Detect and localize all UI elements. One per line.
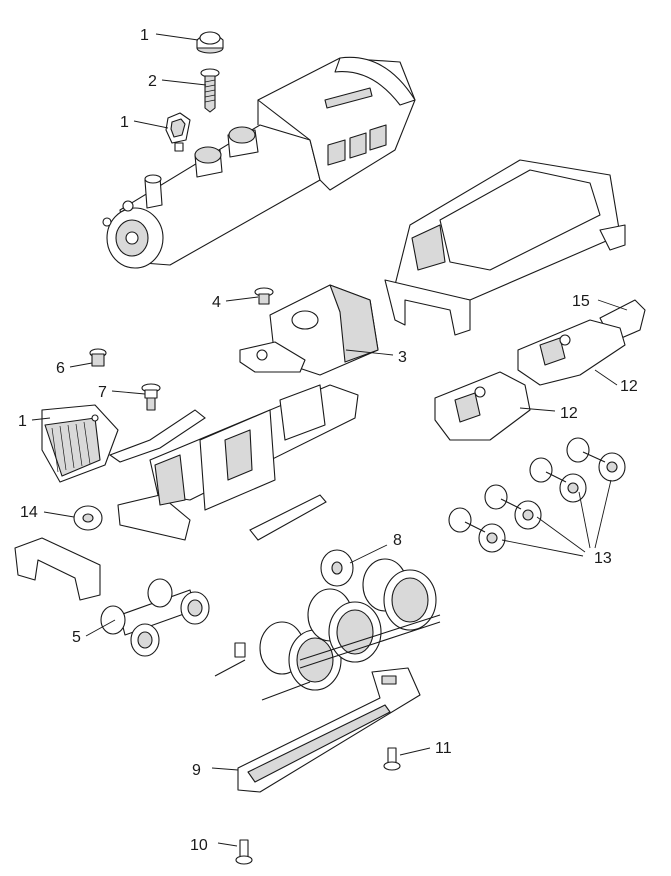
callout-12-truck-lower: 12 <box>560 405 578 422</box>
part-tender-truck-lower <box>434 371 531 441</box>
callout-9-plate: 9 <box>192 762 201 779</box>
part-pin-11 <box>383 747 401 771</box>
callout-11-pin: 11 <box>435 740 452 757</box>
callout-5-truck: 5 <box>72 629 81 646</box>
callout-6-screw: 6 <box>56 360 65 377</box>
part-smokebox-front <box>41 404 119 483</box>
part-screw-6 <box>89 348 107 367</box>
part-motor <box>239 284 379 376</box>
callout-4-screw: 4 <box>212 294 221 311</box>
callout-3-motor: 3 <box>398 349 407 366</box>
callout-7-screw: 7 <box>98 384 107 401</box>
callout-12-truck-upper: 12 <box>620 378 638 395</box>
part-tender-body <box>384 159 626 336</box>
callout-numbers: 1 2 1 4 3 6 7 1 14 5 8 15 12 12 13 11 9 … <box>18 27 638 854</box>
part-washer <box>73 505 103 531</box>
callout-1-smokebox: 1 <box>18 413 27 430</box>
callout-8-wheel: 8 <box>393 532 402 549</box>
part-screw-top <box>200 68 220 113</box>
part-screw-7 <box>141 383 161 411</box>
part-drive-wheels <box>214 494 441 701</box>
callout-1-headlight: 1 <box>120 114 129 131</box>
part-pin-10 <box>235 839 253 865</box>
part-bottom-plate <box>237 667 421 793</box>
part-locomotive-body <box>102 56 416 269</box>
callout-1-cap: 1 <box>140 27 149 44</box>
callout-10-pin: 10 <box>190 837 208 854</box>
callout-15-coupler: 15 <box>572 293 590 310</box>
part-wheelsets <box>448 437 626 553</box>
part-pony-truck <box>100 578 210 657</box>
callout-14-washer: 14 <box>20 504 38 521</box>
part-bracket <box>14 537 101 601</box>
part-headlight <box>165 112 191 152</box>
callout-13-wheelsets: 13 <box>594 550 612 567</box>
part-chassis-frame <box>108 384 359 541</box>
part-cap-top <box>196 31 224 54</box>
leader-lines <box>31 33 628 847</box>
part-small-screw <box>254 287 274 305</box>
part-tender-truck-upper <box>517 319 626 386</box>
callout-2-screw: 2 <box>148 73 157 90</box>
